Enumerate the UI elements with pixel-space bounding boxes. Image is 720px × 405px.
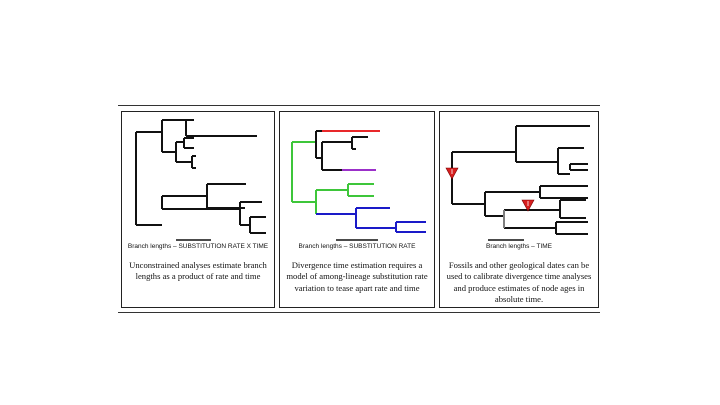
panel-caption: Fossils and other geological dates can b… — [446, 260, 592, 305]
phylogeny-tree-rate-variation — [291, 130, 426, 241]
panel-caption: Divergence time estimation requires a mo… — [286, 260, 428, 293]
scale-label: Branch lengths – SUBSTITUTION RATE — [298, 243, 416, 250]
fossil-calibration-icon — [521, 199, 535, 212]
phylogeny-tree-time-calibrated — [445, 125, 590, 241]
panel-unconstrained: Branch lengths – SUBSTITUTION RATE X TIM… — [121, 111, 275, 308]
panel-caption: Unconstrained analyses estimate branch l… — [129, 260, 267, 282]
panel-fossil-calibration: Branch lengths – TIME Fossils and other … — [439, 111, 599, 308]
scale-label: Branch lengths – TIME — [486, 243, 552, 250]
scale-label: Branch lengths – SUBSTITUTION RATE X TIM… — [127, 243, 269, 250]
phylogeny-tree-unconstrained — [135, 119, 266, 241]
figure-panel-row: Branch lengths – SUBSTITUTION RATE X TIM… — [118, 105, 600, 313]
fossil-calibration-icon — [445, 167, 459, 180]
panel-rate-variation: Branch lengths – SUBSTITUTION RATE Diver… — [279, 111, 435, 308]
